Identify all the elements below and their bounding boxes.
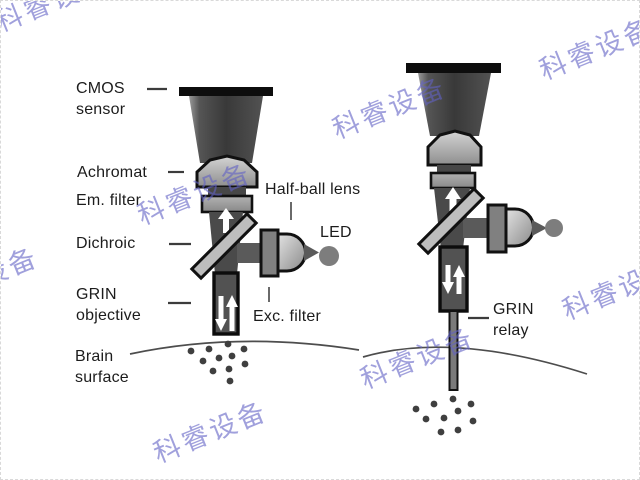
half-ball-lens-left <box>276 232 307 273</box>
neuron-dots-right <box>412 395 477 436</box>
left-miniscope <box>179 87 339 336</box>
scope-body-right <box>418 73 491 136</box>
label-exc-filter: Exc. filter <box>253 308 321 325</box>
led-cone-left <box>304 244 319 261</box>
brain-surface-curves <box>129 340 588 375</box>
label-pointer-ticks <box>268 202 292 302</box>
excitation-filter-left <box>259 228 280 278</box>
led-arm-left <box>237 243 264 263</box>
led-arm-right <box>463 218 490 238</box>
cmos-sensor-bar-right <box>406 63 501 73</box>
excitation-filter-right <box>486 203 508 254</box>
label-brain-surface: Brain surface <box>75 348 129 386</box>
cmos-sensor-bar-left <box>179 87 273 96</box>
led-ball-left <box>319 246 339 266</box>
emission-light-arrow-left <box>218 208 234 233</box>
lens-neck-right <box>437 165 471 174</box>
label-em-filter: Em. filter <box>76 192 142 209</box>
emission-filter-right <box>429 171 477 190</box>
half-ball-lens-right <box>504 207 535 248</box>
down-light-arrow-right <box>442 265 454 294</box>
label-grin-relay: GRIN relay <box>493 301 534 339</box>
lens-neck-left <box>208 187 246 197</box>
up-light-arrow-left <box>226 295 238 331</box>
label-half-ball-lens: Half-ball lens <box>265 181 361 198</box>
label-dichroic: Dichroic <box>76 235 136 252</box>
scope-body-left <box>189 96 263 163</box>
brain-surface-curve-right <box>362 346 588 375</box>
right-miniscope <box>406 63 563 391</box>
emission-light-arrow-right <box>445 187 461 211</box>
grin-objective-right <box>438 245 469 313</box>
label-led: LED <box>320 224 352 241</box>
label-achromat: Achromat <box>77 164 148 181</box>
up-light-arrow-right <box>453 265 465 294</box>
led-cone-right <box>532 220 547 236</box>
label-cmos-sensor: CMOS sensor <box>76 80 126 118</box>
led-ball-right <box>545 219 563 237</box>
dichroic-mirror-left <box>189 211 259 281</box>
label-leader-lines <box>147 87 489 320</box>
achromat-lens-right <box>426 129 483 167</box>
brain-surface-curve-left <box>129 340 360 355</box>
down-light-arrow-left <box>215 296 227 331</box>
grin-relay-rod <box>448 310 459 391</box>
dichroic-mirror-right <box>416 186 486 256</box>
achromat-lens-left <box>195 154 259 189</box>
label-grin-objective: GRIN objective <box>76 286 141 324</box>
neuron-dots-left <box>187 340 249 385</box>
